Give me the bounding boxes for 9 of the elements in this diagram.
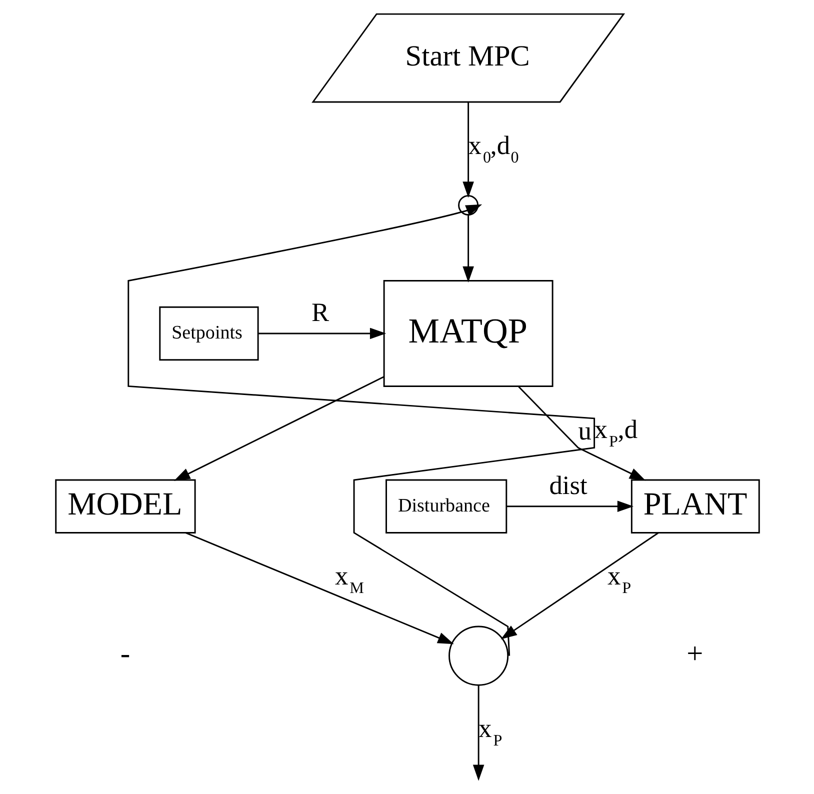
label: + bbox=[686, 638, 703, 670]
label: - bbox=[120, 638, 130, 670]
edge-label: x$_{P}$ bbox=[606, 562, 631, 598]
edge-label: u bbox=[578, 416, 591, 446]
edge-label: dist bbox=[548, 470, 587, 500]
edge-label: R bbox=[311, 298, 329, 327]
edge-label: x$_{P}$,d bbox=[594, 415, 638, 451]
edge-label: x$_{0}$,d$_{0}$ bbox=[468, 130, 518, 166]
edge-label: x$_{M}$ bbox=[334, 562, 364, 598]
